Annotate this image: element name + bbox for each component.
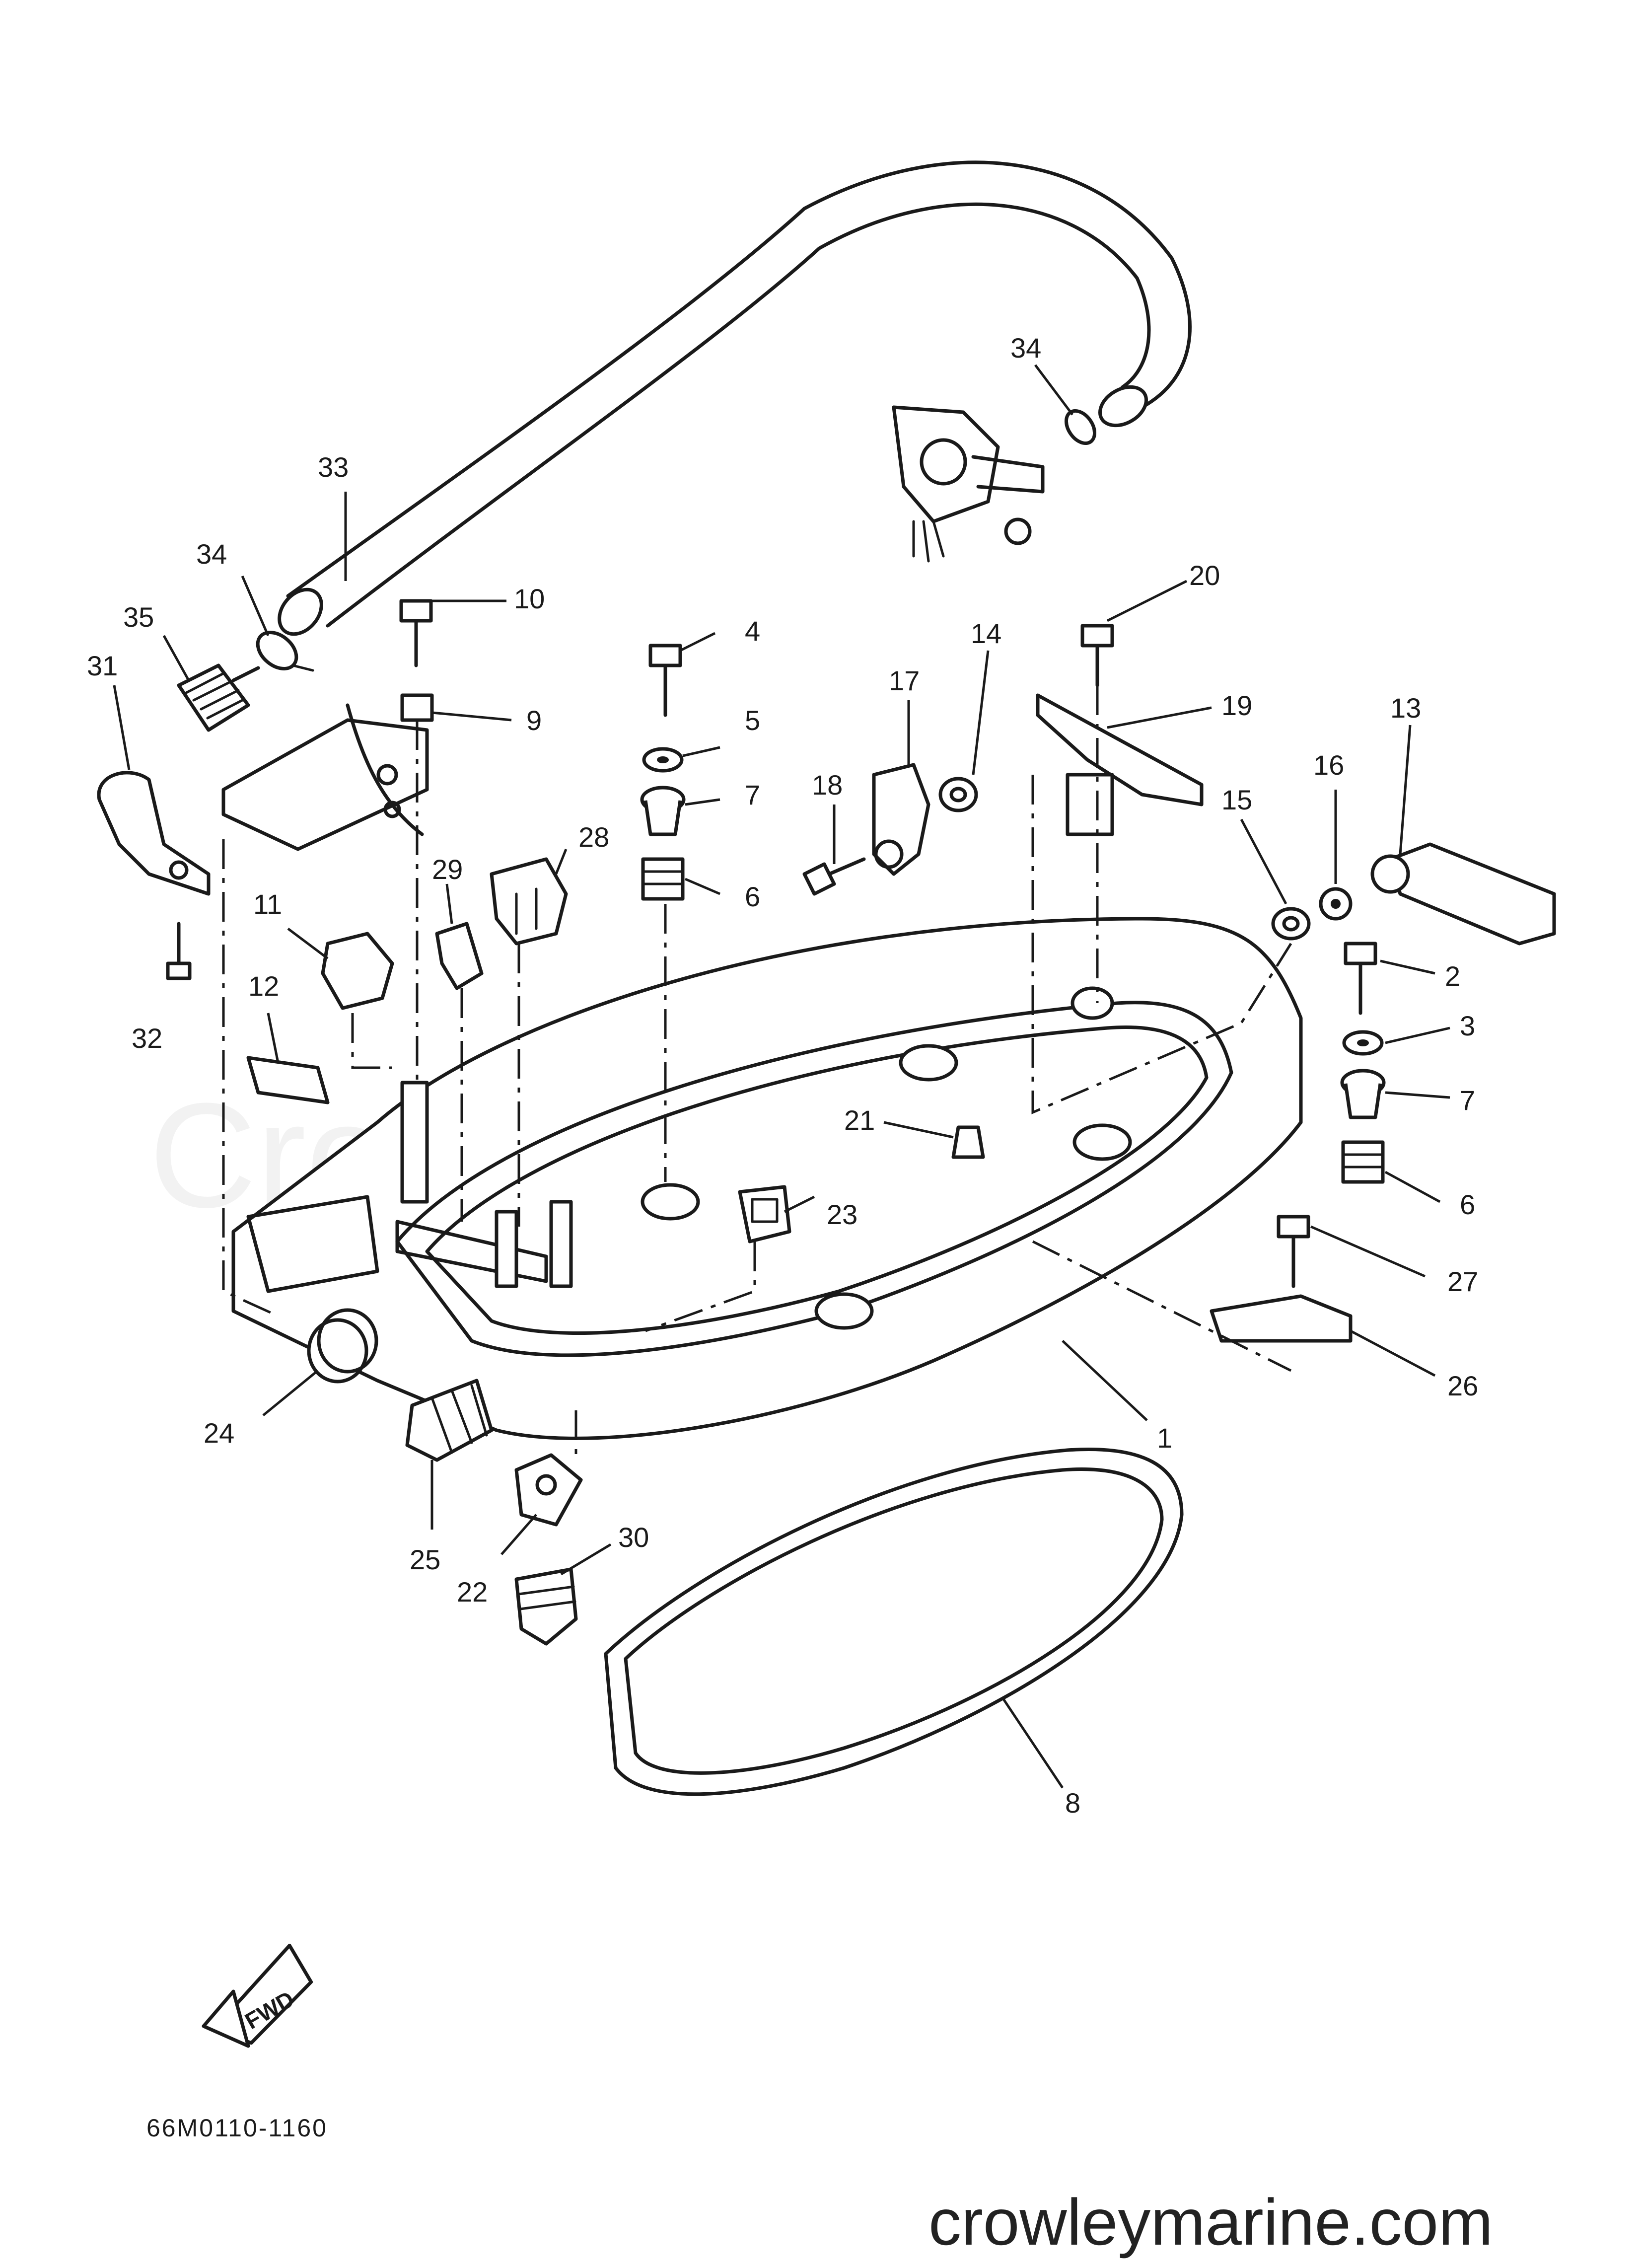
part-2-bolt bbox=[1344, 942, 1377, 1015]
part-35-knob bbox=[177, 663, 260, 732]
fwd-arrow-icon: FWD bbox=[202, 1943, 313, 2048]
callout-29: 29 bbox=[432, 854, 463, 885]
callout-6-right: 6 bbox=[1460, 1189, 1475, 1220]
part-13-handle bbox=[1370, 842, 1556, 946]
callout-1: 1 bbox=[1157, 1422, 1172, 1454]
callout-21: 21 bbox=[844, 1104, 875, 1136]
callout-30: 30 bbox=[618, 1522, 649, 1553]
part-11-clip bbox=[321, 932, 394, 1010]
part-7-collar bbox=[640, 786, 686, 836]
part-4-bolt bbox=[648, 644, 682, 717]
callout-17: 17 bbox=[889, 665, 920, 696]
callout-12: 12 bbox=[248, 970, 279, 1002]
part-6-grommet bbox=[641, 857, 685, 901]
callout-9: 9 bbox=[526, 705, 542, 736]
part-3-washer bbox=[1342, 1030, 1384, 1056]
assembly-lines bbox=[222, 685, 1292, 1455]
part-8-seal bbox=[604, 1448, 1184, 1796]
part-code: 66M0110-1160 bbox=[146, 2114, 328, 2142]
callout-22: 22 bbox=[457, 1576, 488, 1608]
callout-4: 4 bbox=[745, 615, 760, 647]
part-20-bolt bbox=[1080, 624, 1114, 687]
part-10-bolt bbox=[399, 599, 433, 667]
callout-6: 6 bbox=[745, 881, 760, 912]
part-26-plate bbox=[1210, 1294, 1353, 1343]
part-16-washer bbox=[1319, 887, 1353, 921]
part-22-grommet bbox=[514, 1453, 583, 1527]
part-33-hose bbox=[278, 160, 1192, 636]
callout-28: 28 bbox=[578, 821, 609, 853]
site-url: crowleymarine.com bbox=[928, 2186, 1493, 2259]
part-30-plug bbox=[514, 1567, 578, 1646]
part-15-bushing bbox=[1271, 907, 1311, 941]
callout-labels: 33 34 35 31 32 10 9 4 5 7 6 18 17 14 20 … bbox=[87, 332, 1478, 1819]
part-1-bottom-cowling bbox=[231, 917, 1303, 1440]
part-34-clamp-left bbox=[256, 631, 314, 672]
callout-34: 34 bbox=[196, 538, 227, 570]
callout-34-right: 34 bbox=[1010, 332, 1041, 364]
part-31-bracket bbox=[97, 771, 211, 896]
callout-8: 8 bbox=[1065, 1787, 1080, 1819]
callout-13: 13 bbox=[1390, 692, 1421, 724]
callout-5: 5 bbox=[745, 705, 760, 736]
callout-10: 10 bbox=[514, 583, 545, 614]
callout-23: 23 bbox=[827, 1199, 857, 1230]
part-34-clamp-right bbox=[1064, 409, 1097, 445]
part-32-screw bbox=[166, 922, 192, 980]
callout-27: 27 bbox=[1447, 1266, 1478, 1297]
callout-24: 24 bbox=[204, 1417, 234, 1449]
part-19-lever-plate bbox=[1036, 693, 1204, 836]
callout-31: 31 bbox=[87, 650, 118, 681]
part-24-cap bbox=[307, 1308, 378, 1384]
part-12-pad bbox=[246, 1056, 330, 1104]
callout-18: 18 bbox=[812, 769, 843, 801]
callout-26: 26 bbox=[1447, 1370, 1478, 1401]
callout-19: 19 bbox=[1221, 690, 1252, 721]
callout-14: 14 bbox=[971, 618, 1001, 649]
part-17-lever bbox=[872, 763, 930, 876]
callout-7: 7 bbox=[745, 779, 760, 810]
part-29-clip bbox=[435, 922, 484, 990]
part-23-grommet bbox=[738, 1185, 791, 1244]
part-27-bolt bbox=[1277, 1215, 1310, 1288]
callout-15: 15 bbox=[1221, 784, 1252, 815]
callout-20: 20 bbox=[1189, 560, 1220, 591]
fuel-connector-assembly bbox=[892, 405, 1045, 563]
callout-35: 35 bbox=[123, 601, 154, 633]
callout-7-right: 7 bbox=[1460, 1085, 1475, 1116]
callout-11: 11 bbox=[253, 888, 282, 920]
part-9-bracket bbox=[221, 693, 434, 851]
leader-lines bbox=[113, 364, 1450, 1789]
part-25-grommet bbox=[405, 1379, 494, 1462]
callout-33: 33 bbox=[318, 451, 349, 483]
callout-32: 32 bbox=[132, 1023, 162, 1054]
part-18-screw bbox=[802, 857, 866, 896]
part-21-plug bbox=[951, 1125, 985, 1159]
part-28-holder bbox=[490, 857, 568, 946]
callout-16: 16 bbox=[1313, 749, 1344, 781]
part-6-grommet-right bbox=[1341, 1140, 1385, 1184]
callout-2: 2 bbox=[1445, 960, 1460, 992]
part-7-collar-right bbox=[1340, 1069, 1386, 1119]
part-14-bushing bbox=[938, 777, 978, 812]
callout-3: 3 bbox=[1460, 1010, 1475, 1041]
callout-25: 25 bbox=[410, 1544, 440, 1575]
part-5-washer bbox=[642, 747, 684, 773]
